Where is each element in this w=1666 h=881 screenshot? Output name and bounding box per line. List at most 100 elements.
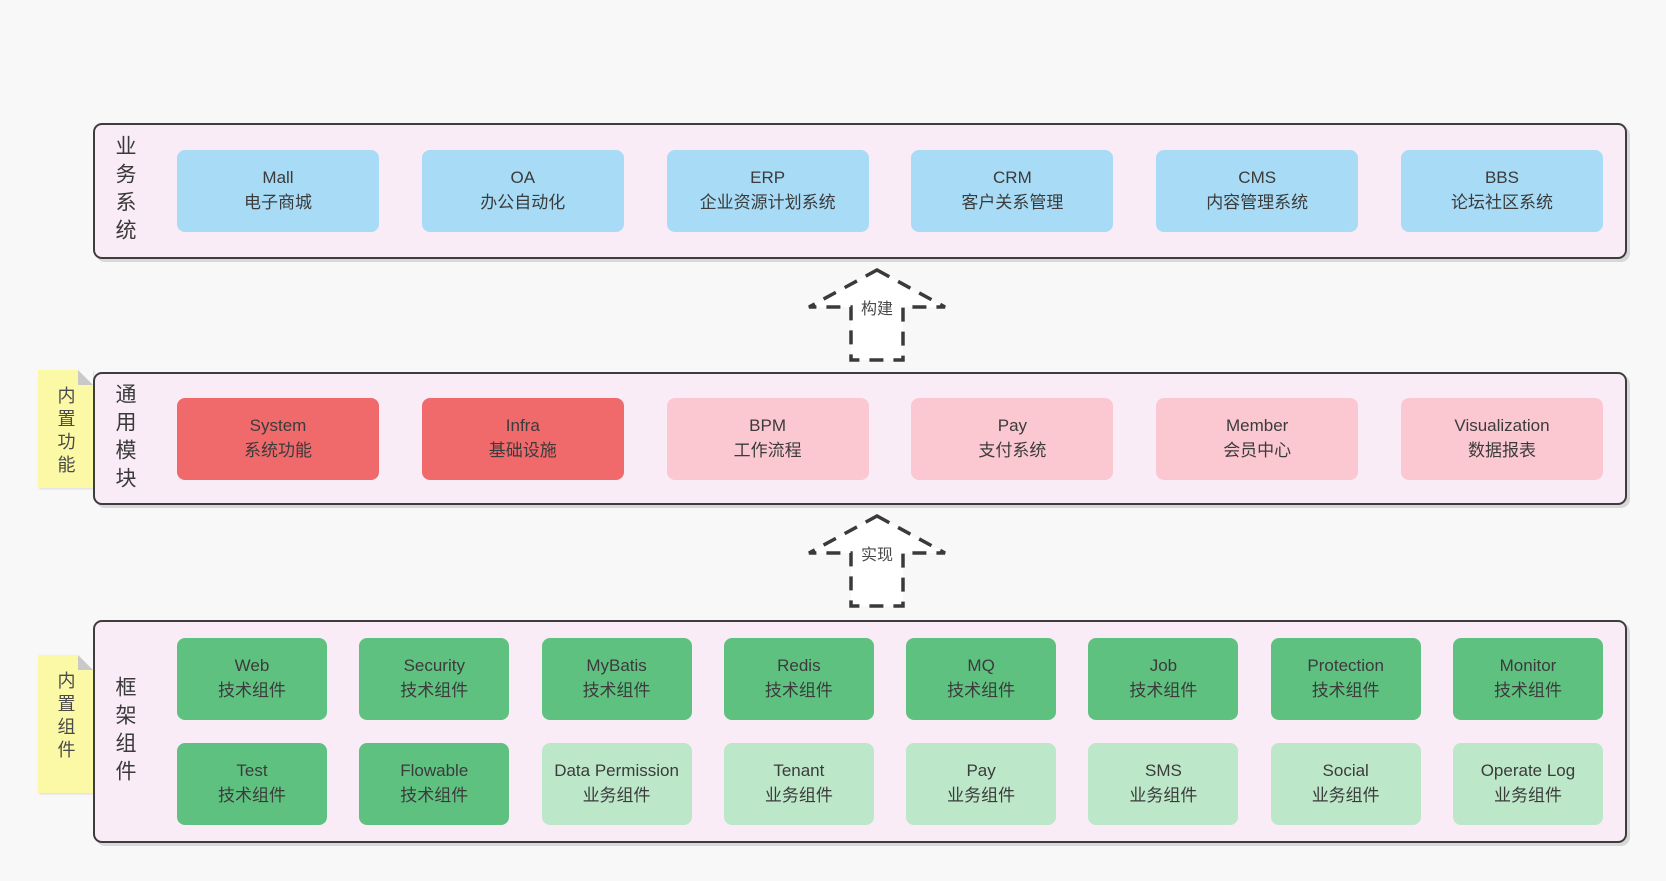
arrow-label-bg bbox=[853, 541, 901, 567]
box-subtitle: 业务组件 bbox=[764, 786, 833, 805]
box-name: Web bbox=[234, 656, 270, 676]
box-job: Job 技术组件 bbox=[1088, 638, 1239, 720]
box-name: System bbox=[249, 415, 307, 435]
sticky-note-label: 内置组件 bbox=[55, 671, 76, 763]
box-name: Data Permission bbox=[554, 761, 679, 781]
box-subtitle: 技术组件 bbox=[218, 786, 286, 805]
layer-title: 框架组件 bbox=[113, 675, 136, 788]
box-monitor: Monitor 技术组件 bbox=[1452, 638, 1603, 720]
box-flowable: Flowable 技术组件 bbox=[359, 743, 510, 825]
layer-title: 业务系统 bbox=[113, 135, 136, 247]
arrow-label: 构建 bbox=[861, 300, 893, 318]
box-subtitle: 业务组件 bbox=[1493, 786, 1562, 805]
box-subtitle: 系统功能 bbox=[244, 440, 312, 460]
box-bpm: BPM 工作流程 bbox=[666, 397, 869, 480]
box-subtitle: 技术组件 bbox=[400, 681, 469, 700]
box-name: OA bbox=[510, 168, 536, 188]
box-bbs: BBS 论坛社区系统 bbox=[1400, 150, 1603, 232]
sticky-note-label: 内置功能 bbox=[55, 386, 76, 478]
box-subtitle: 客户关系管理 bbox=[961, 193, 1064, 212]
box-subtitle: 论坛社区系统 bbox=[1450, 193, 1553, 212]
box-name: CMS bbox=[1238, 168, 1277, 188]
box-subtitle: 办公自动化 bbox=[480, 193, 566, 212]
box-subtitle: 业务组件 bbox=[582, 786, 651, 805]
box-subtitle: 会员中心 bbox=[1223, 440, 1292, 460]
box-name: BBS bbox=[1484, 168, 1519, 188]
box-mall: Mall 电子商城 bbox=[177, 150, 379, 232]
box-name: Visualization bbox=[1454, 415, 1550, 435]
box-name: MQ bbox=[967, 656, 995, 676]
box-subtitle: 技术组件 bbox=[947, 681, 1016, 700]
box-name: Job bbox=[1149, 656, 1178, 676]
box-name: Operate Log bbox=[1480, 761, 1576, 781]
box-cms: CMS 内容管理系统 bbox=[1156, 150, 1359, 232]
box-security: Security 技术组件 bbox=[359, 638, 510, 720]
box-subtitle: 技术组件 bbox=[218, 681, 286, 700]
arrow-label-bg bbox=[853, 295, 901, 321]
box-redis: Redis 技术组件 bbox=[723, 638, 874, 720]
dashed-up-arrow-implement: 实现 bbox=[808, 514, 946, 608]
box-social: Social 业务组件 bbox=[1270, 743, 1421, 825]
box-name: Protection bbox=[1307, 656, 1384, 676]
box-name: BPM bbox=[749, 415, 787, 435]
arrow-label: 实现 bbox=[861, 546, 893, 564]
sticky-note-built-in-features: 内置功能 bbox=[38, 370, 93, 488]
box-infra: Infra 基础设施 bbox=[421, 397, 624, 480]
layer-business-systems: 业务系统 Mall 电子商城 OA 办公自动化 ERP 企业资源计划系统 CRM… bbox=[93, 123, 1627, 259]
box-subtitle: 业务组件 bbox=[1129, 786, 1198, 805]
box-name: Member bbox=[1226, 415, 1289, 435]
box-pay-component: Pay 业务组件 bbox=[906, 743, 1057, 825]
layer-title: 通用模块 bbox=[113, 382, 136, 495]
box-name: Flowable bbox=[400, 761, 469, 781]
box-visualization: Visualization 数据报表 bbox=[1400, 397, 1603, 480]
box-pay-module: Pay 支付系统 bbox=[911, 397, 1114, 480]
box-member: Member 会员中心 bbox=[1156, 397, 1359, 480]
box-name: Social bbox=[1322, 761, 1369, 781]
box-operate-log: Operate Log 业务组件 bbox=[1452, 743, 1603, 825]
box-name: Tenant bbox=[773, 761, 825, 781]
box-name: ERP bbox=[750, 168, 786, 188]
business-systems-row: Mall 电子商城 OA 办公自动化 ERP 企业资源计划系统 CRM 客户关系… bbox=[177, 150, 1603, 232]
box-subtitle: 技术组件 bbox=[582, 681, 651, 700]
box-tenant: Tenant 业务组件 bbox=[723, 743, 874, 825]
box-test: Test 技术组件 bbox=[177, 743, 327, 825]
box-name: Infra bbox=[505, 415, 540, 435]
box-name: Pay bbox=[997, 415, 1028, 435]
box-protection: Protection 技术组件 bbox=[1270, 638, 1421, 720]
box-oa: OA 办公自动化 bbox=[421, 150, 624, 232]
box-subtitle: 工作流程 bbox=[733, 440, 802, 460]
layer-framework-components: 框架组件 Web 技术组件 Security 技术组件 MyBatis 技术组件… bbox=[93, 620, 1627, 843]
box-mybatis: MyBatis 技术组件 bbox=[541, 638, 692, 720]
box-name: CRM bbox=[993, 168, 1032, 188]
layer-common-modules: 通用模块 System 系统功能 Infra 基础设施 BPM 工作流程 Pay… bbox=[93, 372, 1627, 505]
box-name: Redis bbox=[777, 656, 821, 676]
box-subtitle: 技术组件 bbox=[400, 786, 469, 805]
box-name: Test bbox=[236, 761, 268, 781]
box-mq: MQ 技术组件 bbox=[906, 638, 1057, 720]
box-subtitle: 企业资源计划系统 bbox=[699, 193, 836, 212]
framework-components-row-1: Web 技术组件 Security 技术组件 MyBatis 技术组件 Redi… bbox=[177, 638, 1603, 720]
dashed-up-arrow-build: 构建 bbox=[808, 268, 946, 362]
framework-components-row-2: Test 技术组件 Flowable 技术组件 Data Permission … bbox=[177, 743, 1603, 825]
box-erp: ERP 企业资源计划系统 bbox=[666, 150, 869, 232]
box-subtitle: 技术组件 bbox=[1129, 681, 1198, 700]
box-subtitle: 支付系统 bbox=[978, 440, 1047, 460]
box-subtitle: 业务组件 bbox=[947, 786, 1016, 805]
box-subtitle: 业务组件 bbox=[1311, 786, 1380, 805]
box-subtitle: 电子商城 bbox=[244, 193, 312, 212]
box-crm: CRM 客户关系管理 bbox=[911, 150, 1114, 232]
common-modules-row: System 系统功能 Infra 基础设施 BPM 工作流程 Pay 支付系统… bbox=[177, 397, 1603, 480]
box-web: Web 技术组件 bbox=[177, 638, 327, 720]
box-subtitle: 基础设施 bbox=[488, 440, 557, 460]
box-name: Security bbox=[403, 656, 465, 676]
box-name: SMS bbox=[1144, 761, 1182, 781]
box-name: Mall bbox=[262, 168, 294, 188]
box-subtitle: 数据报表 bbox=[1467, 440, 1536, 460]
box-name: Monitor bbox=[1499, 656, 1557, 676]
box-subtitle: 内容管理系统 bbox=[1206, 193, 1309, 212]
box-system: System 系统功能 bbox=[177, 397, 379, 480]
box-subtitle: 技术组件 bbox=[1493, 681, 1562, 700]
box-subtitle: 技术组件 bbox=[764, 681, 833, 700]
box-sms: SMS 业务组件 bbox=[1088, 743, 1239, 825]
